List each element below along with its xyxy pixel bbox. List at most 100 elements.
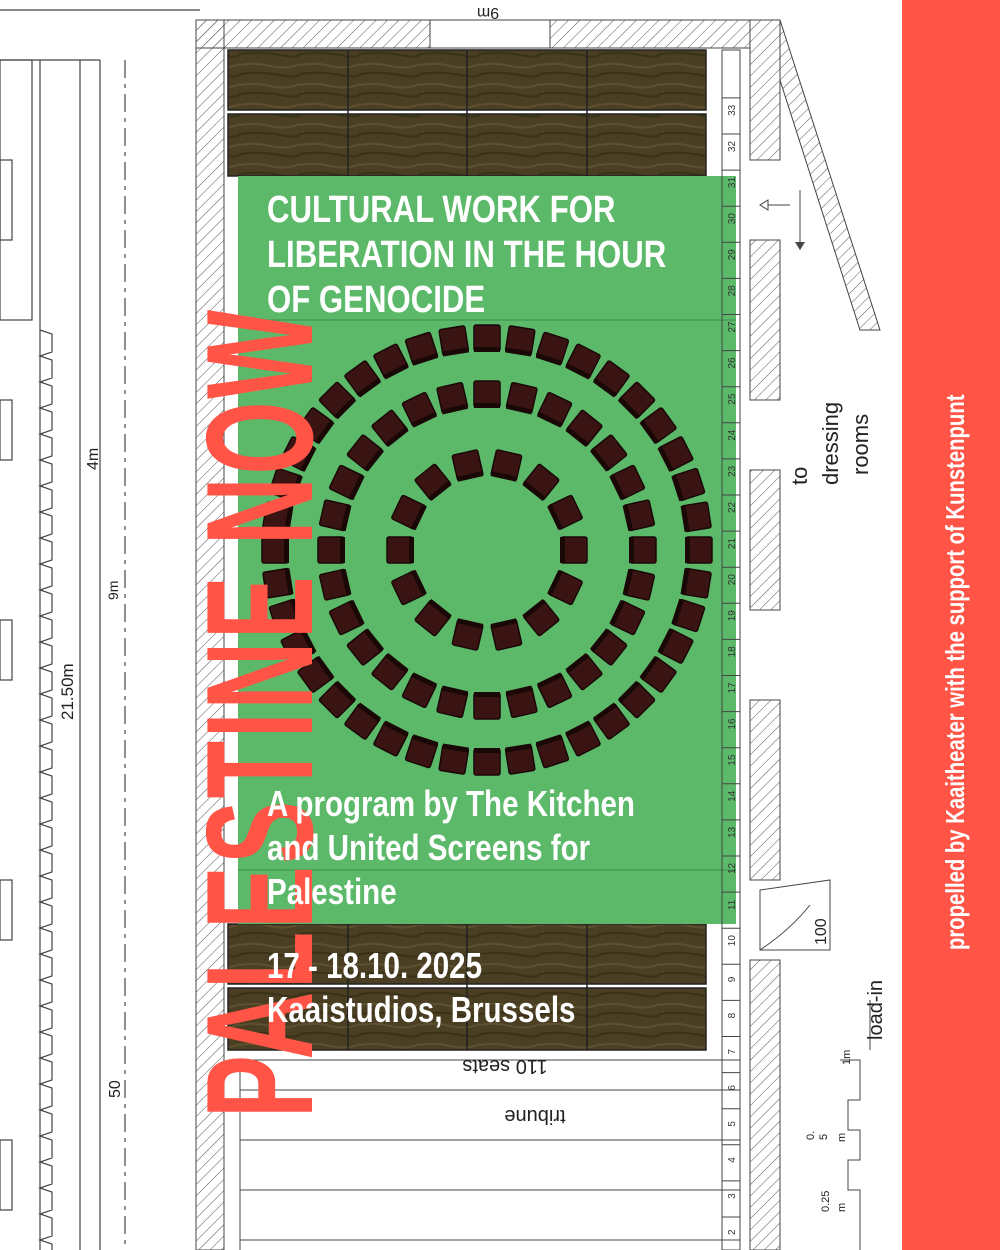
chair-back (428, 598, 452, 620)
seating-rings (261, 324, 713, 776)
chair-back (680, 505, 690, 532)
chair-back (490, 471, 518, 482)
row-number: 3 (727, 1193, 738, 1199)
program-line: and United Screens for (267, 827, 591, 868)
program-line: A program by The Kitchen (267, 783, 635, 824)
chair-back (617, 680, 640, 703)
scale-025-m: m (836, 1203, 848, 1212)
chair-back (685, 537, 690, 563)
chair-back (565, 652, 589, 674)
chair-back (284, 568, 294, 595)
chair-back (363, 448, 385, 472)
chair-back (505, 347, 532, 357)
chair-back (300, 446, 317, 472)
row-number: 25 (727, 393, 738, 405)
chair-back (456, 618, 484, 629)
row-number: 23 (727, 465, 738, 477)
chair-back (680, 568, 690, 595)
chair-back (411, 504, 427, 531)
door-number: 100 (813, 918, 830, 945)
chair-back (565, 363, 591, 380)
row-number: 10 (727, 935, 738, 947)
scale-50: 50 (107, 1080, 124, 1098)
row-number: 5 (727, 1121, 738, 1127)
row-number: 2 (727, 1229, 738, 1235)
chair-back (474, 403, 500, 408)
left-plan-lines (0, 9, 200, 1250)
chair-back (560, 537, 565, 563)
row-number: 27 (727, 321, 738, 333)
chair-back (357, 702, 382, 722)
dressing-line3: rooms (848, 414, 873, 475)
chair-back (609, 599, 626, 626)
chair-back (411, 411, 438, 428)
row-number: 19 (727, 610, 738, 622)
dressing-line1: to (787, 467, 812, 485)
chair-back (441, 403, 469, 415)
row-number: 31 (727, 177, 738, 189)
headline-line: CULTURAL WORK FOR (267, 189, 616, 231)
chair-back (490, 618, 518, 629)
chair-back (442, 347, 469, 357)
chair-back (622, 568, 634, 596)
support-credit: propelled by Kaaitheater with the suppor… (940, 394, 970, 950)
chair-back (474, 748, 500, 753)
side-band (902, 0, 1000, 1250)
chair-back (639, 420, 659, 445)
chair-back (505, 743, 532, 753)
dim-9m-side-label: 9m (105, 581, 121, 600)
chair-back (547, 569, 563, 596)
event-venue: Kaaistudios, Brussels (267, 989, 576, 1030)
chair-back (383, 720, 409, 737)
row-number: 7 (727, 1049, 738, 1055)
chair-back (617, 397, 640, 420)
row-number: 13 (727, 826, 738, 838)
row-number: 14 (727, 790, 738, 802)
scale-05-c: m (836, 1133, 848, 1142)
row-number: 20 (727, 574, 738, 586)
seats-label: 110 seats (462, 1055, 547, 1077)
row-number: 33 (727, 104, 738, 116)
chair-back (474, 347, 500, 352)
chair-back (284, 505, 294, 532)
dim-4m-label: 4m (85, 448, 102, 470)
chair-back (592, 702, 617, 722)
chair-back (622, 504, 634, 532)
chair-back (411, 569, 427, 596)
chair-back (565, 426, 589, 448)
row-number: 4 (727, 1157, 738, 1163)
chair-back (442, 743, 469, 753)
chair-back (657, 446, 674, 472)
chair-back (385, 426, 409, 448)
row-number: 8 (727, 1012, 738, 1018)
chair-back (536, 411, 563, 428)
row-number-column: 2345678910111213141516171819202122232425… (721, 49, 741, 1250)
row-number: 12 (727, 862, 738, 874)
chair-back (547, 504, 563, 531)
row-number: 9 (727, 976, 738, 982)
chair-back (671, 598, 685, 626)
chair-back (363, 628, 385, 652)
headline-line: OF GENOCIDE (267, 279, 486, 321)
chair-back (629, 537, 634, 563)
chair-back (284, 537, 289, 563)
chair-back (456, 471, 484, 482)
chair-back (565, 720, 591, 737)
chair-back (536, 672, 563, 689)
scale-025: 0.25 (820, 1191, 832, 1212)
chair-back (409, 537, 414, 563)
row-number: 21 (727, 538, 738, 550)
chair-back (411, 734, 439, 748)
chair-back (639, 655, 659, 680)
chair-back (315, 655, 335, 680)
chair-back (535, 352, 563, 366)
row-number: 28 (727, 285, 738, 297)
chair-back (609, 474, 626, 501)
event-dates: 17 - 18.10. 2025 (267, 945, 483, 986)
row-number: 16 (727, 718, 738, 730)
row-number: 26 (727, 357, 738, 369)
chair-back (300, 628, 317, 654)
scale-05-b: 5 (818, 1134, 830, 1140)
chair-back (671, 474, 685, 502)
